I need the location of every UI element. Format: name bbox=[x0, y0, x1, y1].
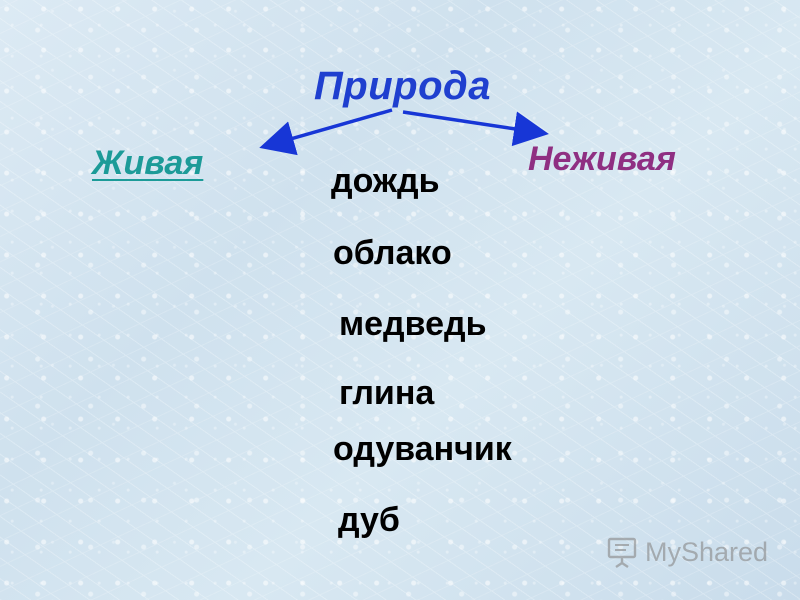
word-item-clay: глина bbox=[339, 374, 435, 412]
category-living[interactable]: Живая bbox=[92, 144, 204, 182]
arrow-to-nonliving bbox=[402, 110, 549, 147]
word-item-oak: дуб bbox=[338, 501, 400, 539]
page-title: Природа bbox=[314, 64, 491, 108]
word-item-dandelion: одуванчик bbox=[333, 430, 512, 468]
category-nonliving: Неживая bbox=[528, 140, 676, 178]
watermark: MyShared bbox=[606, 535, 768, 569]
word-item-cloud: облако bbox=[333, 234, 452, 272]
presentation-board-icon bbox=[607, 537, 637, 568]
arrow-to-living bbox=[259, 108, 393, 156]
word-item-bear: медведь bbox=[339, 305, 487, 343]
watermark-text: MyShared bbox=[645, 536, 769, 567]
word-item-rain: дождь bbox=[331, 162, 440, 200]
